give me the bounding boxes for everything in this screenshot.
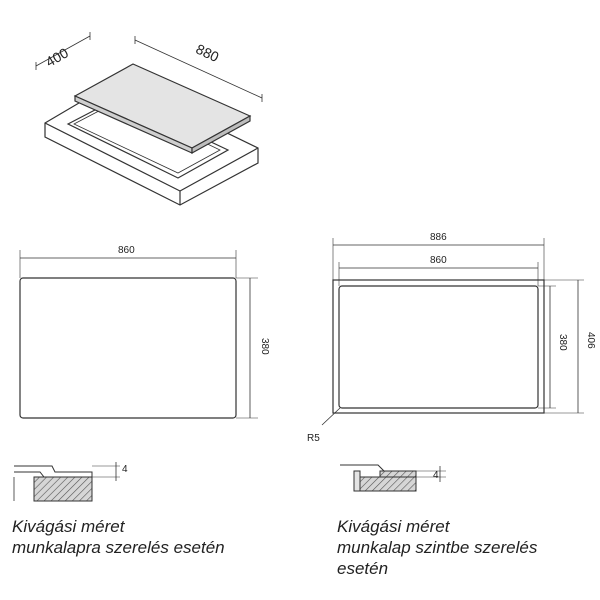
worktop-section-hatched (33, 476, 93, 502)
caption-left-line-2: munkalapra szerelés esetén (12, 538, 225, 557)
hob-glass-edge (353, 470, 361, 492)
worktop-right-edge (179, 147, 259, 192)
caption-right-line-3: esetén (337, 559, 389, 578)
radius-leader-line (321, 407, 341, 426)
caption-right: Kivágási méret munkalap szintbe szerelés… (337, 516, 537, 579)
caption-right-line-2: munkalap szintbe szerelés (337, 538, 538, 557)
inner-cutout-rectangle (338, 285, 539, 409)
worktop-section-hatched-upper (379, 470, 417, 478)
right-outer-depth-label: 406 (585, 332, 596, 349)
cutout-plan-right (321, 238, 584, 426)
right-inner-depth-label: 380 (557, 334, 568, 351)
iso-depth-label: 400 (43, 44, 71, 70)
iso-width-label: 880 (194, 41, 222, 65)
caption-left-line-1: Kivágási méret (12, 517, 125, 536)
iso-depth-dimension-line (35, 35, 91, 67)
caption-right-line-1: Kivágási méret (337, 517, 450, 536)
iso-dimensions (35, 32, 263, 102)
worktop-front-edge (44, 122, 181, 192)
hob-edge-profile-flush (340, 464, 416, 472)
cutout-plan-left (19, 250, 258, 419)
left-depth-label: 380 (259, 338, 270, 355)
section-detail-left (13, 462, 120, 502)
right-section-thickness-label: 4 (433, 470, 439, 481)
outer-cutout-rectangle (332, 279, 545, 414)
right-inner-width-label: 860 (430, 255, 447, 266)
section-detail-right (340, 464, 446, 492)
left-section-thickness-label: 4 (122, 464, 128, 475)
left-width-label: 860 (118, 245, 135, 256)
radius-label: R5 (307, 433, 320, 444)
right-outer-width-label: 886 (430, 232, 447, 243)
iso-width-dimension-line (134, 39, 263, 99)
cutout-rectangle (19, 277, 237, 419)
caption-left: Kivágási méret munkalapra szerelés eseté… (12, 516, 225, 558)
isometric-view (44, 63, 259, 206)
hob-edge-profile (14, 465, 93, 478)
worktop-section-hatched (359, 476, 417, 492)
